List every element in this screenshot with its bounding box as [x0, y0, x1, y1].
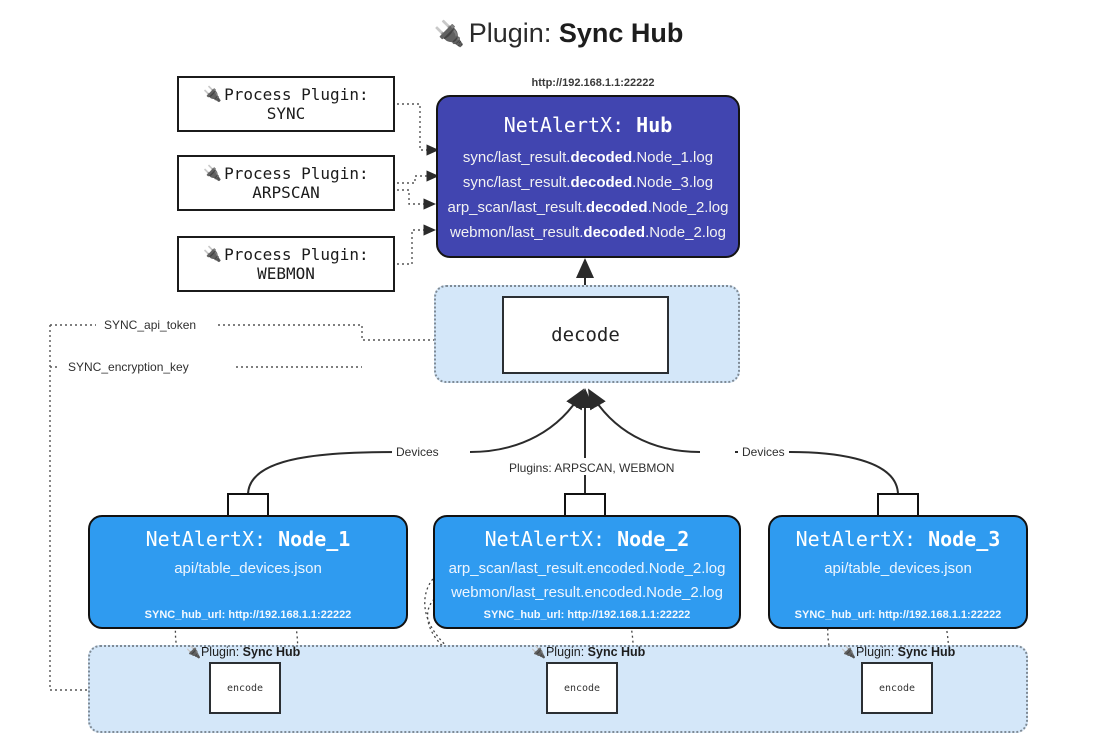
log-mid: decoded — [570, 149, 633, 166]
plug-icon: 🔌 — [203, 164, 223, 183]
band-plugin-prefix: Plugin: — [855, 645, 898, 659]
band-plugin-prefix: Plugin: — [545, 645, 588, 659]
decode-box[interactable]: decode — [502, 296, 669, 374]
page-title-name: Sync Hub — [558, 18, 684, 48]
node-line: webmon/last_result.encoded.Node_2.log — [451, 584, 723, 601]
page-title: 🔌Plugin: Sync Hub — [0, 18, 1117, 49]
node-box-node-2[interactable]: NetAlertX: Node_2 arp_scan/last_result.e… — [433, 515, 741, 629]
plug-icon: 🔌 — [203, 245, 223, 264]
plug-icon: 🔌 — [203, 85, 223, 104]
node-title-prefix: NetAlertX: — [145, 527, 279, 551]
node-line-list: arp_scan/last_result.encoded.Node_2.log … — [435, 557, 739, 605]
edge-label-devices-right: Devices — [738, 445, 789, 459]
process-plugin-name: ARPSCAN — [252, 183, 320, 202]
node-line: api/table_devices.json — [824, 560, 972, 577]
encode-box[interactable]: encode — [546, 662, 618, 714]
log-pre: sync/last_result. — [462, 174, 571, 191]
node-line-list: api/table_devices.json — [770, 557, 1026, 581]
log-post: .Node_1.log — [632, 149, 714, 166]
process-plugin-label: Process Plugin: — [224, 84, 369, 104]
edge-label-plugins: Plugins: ARPSCAN, WEBMON — [505, 461, 679, 475]
log-mid: decoded — [585, 199, 648, 216]
node-box-node-3[interactable]: NetAlertX: Node_3 api/table_devices.json… — [768, 515, 1028, 629]
log-mid: decoded — [583, 224, 646, 241]
log-post: .Node_2.log — [645, 224, 726, 241]
node-title-prefix: NetAlertX: — [484, 527, 618, 551]
node-title-name: Node_2 — [617, 527, 690, 551]
node-line-list: api/table_devices.json — [90, 557, 406, 581]
node-title-prefix: NetAlertX: — [795, 527, 929, 551]
process-plugin-box-arpscan[interactable]: 🔌Process Plugin: ARPSCAN — [177, 155, 395, 211]
log-mid: decoded — [570, 174, 633, 191]
log-pre: sync/last_result. — [462, 149, 571, 166]
node-title: NetAlertX: Node_3 — [770, 527, 1026, 551]
band-plugin-label: 🔌Plugin: Sync Hub — [531, 645, 645, 659]
plug-icon: 🔌 — [433, 20, 465, 48]
log-pre: arp_scan/last_result. — [447, 199, 586, 216]
log-post: .Node_2.log — [647, 199, 729, 216]
process-plugin-label: Process Plugin: — [224, 163, 369, 183]
node-hub-url: SYNC_hub_url: http://192.168.1.1:22222 — [794, 609, 1002, 621]
node-title-name: Node_1 — [278, 527, 351, 551]
band-plugin-name: Sync Hub — [897, 645, 956, 659]
node-line: arp_scan/last_result.encoded.Node_2.log — [448, 560, 726, 577]
hub-log-line: arp_scan/last_result.decoded.Node_2.log — [438, 195, 738, 220]
band-plugin-prefix: Plugin: — [200, 645, 243, 659]
page-title-prefix: Plugin: — [468, 18, 559, 48]
hub-log-line: webmon/last_result.decoded.Node_2.log — [438, 220, 738, 245]
process-plugin-label: Process Plugin: — [224, 244, 369, 264]
hub-title-prefix: NetAlertX: — [503, 113, 637, 137]
hub-title-name: Hub — [636, 113, 673, 137]
hub-node-box[interactable]: NetAlertX: Hub sync/last_result.decoded.… — [436, 95, 740, 258]
encode-box[interactable]: encode — [861, 662, 933, 714]
plug-icon: 🔌 — [186, 645, 201, 659]
hub-title: NetAlertX: Hub — [438, 113, 738, 137]
edge-label-devices-left: Devices — [392, 445, 443, 459]
band-plugin-name: Sync Hub — [587, 645, 646, 659]
band-plugin-label: 🔌Plugin: Sync Hub — [186, 645, 300, 659]
process-plugin-name: WEBMON — [257, 264, 315, 283]
node-hub-url: SYNC_hub_url: http://192.168.1.1:22222 — [144, 609, 352, 621]
band-plugin-label: 🔌Plugin: Sync Hub — [841, 645, 955, 659]
node-line: api/table_devices.json — [174, 560, 322, 577]
hub-log-line: sync/last_result.decoded.Node_3.log — [438, 170, 738, 195]
encode-box[interactable]: encode — [209, 662, 281, 714]
hub-log-list: sync/last_result.decoded.Node_1.log sync… — [438, 145, 738, 245]
plug-icon: 🔌 — [531, 645, 546, 659]
process-plugin-name: SYNC — [266, 104, 306, 123]
edge-label-api-token: SYNC_api_token — [100, 318, 201, 332]
node-title: NetAlertX: Node_2 — [435, 527, 739, 551]
hub-log-line: sync/last_result.decoded.Node_1.log — [438, 145, 738, 170]
hub-url-label: http://192.168.1.1:22222 — [531, 77, 655, 89]
band-plugin-name: Sync Hub — [242, 645, 301, 659]
node-title: NetAlertX: Node_1 — [90, 527, 406, 551]
node-hub-url: SYNC_hub_url: http://192.168.1.1:22222 — [483, 609, 691, 621]
node-box-node-1[interactable]: NetAlertX: Node_1 api/table_devices.json… — [88, 515, 408, 629]
edge-label-encryption-key: SYNC_encryption_key — [64, 360, 193, 374]
log-pre: webmon/last_result. — [450, 224, 584, 241]
plug-icon: 🔌 — [841, 645, 856, 659]
process-plugin-box-webmon[interactable]: 🔌Process Plugin: WEBMON — [177, 236, 395, 292]
log-post: .Node_3.log — [632, 174, 714, 191]
node-title-name: Node_3 — [928, 527, 1001, 551]
process-plugin-box-sync[interactable]: 🔌Process Plugin: SYNC — [177, 76, 395, 132]
